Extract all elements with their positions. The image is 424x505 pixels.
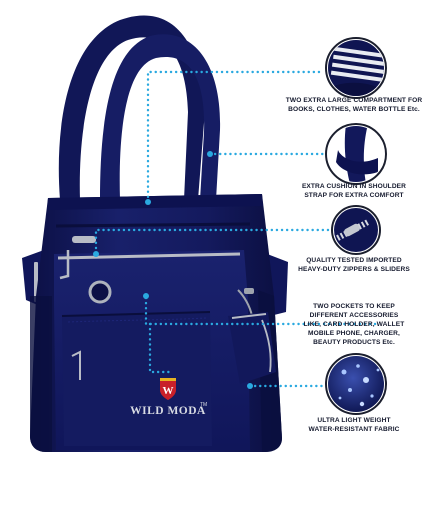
callout-image-compartment: [325, 37, 387, 99]
grommet-ring: [88, 280, 112, 304]
feature-line: EXTRA CUSHION IN SHOULDER: [301, 183, 407, 190]
front-pocket: [54, 236, 250, 450]
callout-image-cushion: [325, 123, 387, 185]
feature-line: HEAVY-DUTY ZIPPERS & SLIDERS: [298, 266, 410, 273]
feature-fabric-text: ULTRA LIGHT WEIGHT WATER-RESISTANT FABRI…: [284, 416, 424, 434]
callout-dots: [93, 151, 253, 389]
feature-zippers-text: QUALITY TESTED IMPORTED HEAVY-DUTY ZIPPE…: [284, 256, 424, 274]
feature-line: TWO POCKETS TO KEEP: [313, 303, 395, 310]
feature-line: QUALITY TESTED IMPORTED: [306, 257, 402, 264]
feature-line: MOBILE PHONE, CHARGER,: [308, 330, 400, 337]
feature-line: BEAUTY PRODUCTS Etc.: [313, 339, 395, 346]
coin-pouch: [228, 288, 276, 384]
feature-line: ULTRA LIGHT WEIGHT: [317, 417, 391, 424]
feature-line: WATER-RESISTANT FABRIC: [308, 426, 400, 433]
feature-line: LIKE, CARD HOLDER, WALLET: [303, 321, 405, 328]
feature-line: STRAP FOR EXTRA COMFORT: [304, 192, 404, 199]
feature-line: BOOKS, CLOTHES, WATER BOTTLE Etc.: [288, 106, 420, 113]
zipper-pull: [72, 236, 96, 243]
feature-pockets-text: TWO POCKETS TO KEEP DIFFERENT ACCESSORIE…: [284, 302, 424, 347]
callout-image-zippers: [331, 205, 381, 255]
feature-compartment-text: TWO EXTRA LARGE COMPARTMENT FOR BOOKS, C…: [284, 96, 424, 114]
brand-logo: W WILD MODA TM: [130, 378, 207, 417]
feature-line: DIFFERENT ACCESSORIES: [309, 312, 399, 319]
feature-line: TWO EXTRA LARGE COMPARTMENT FOR: [285, 97, 423, 104]
callout-image-fabric: [325, 353, 387, 415]
shoulder-straps: [58, 15, 221, 201]
trademark: TM: [200, 402, 207, 408]
feature-cushion-text: EXTRA CUSHION IN SHOULDER STRAP FOR EXTR…: [284, 182, 424, 200]
logo-letter: W: [163, 385, 174, 397]
brand-name: WILD MODA: [130, 405, 206, 417]
callout-lines: [94, 70, 380, 388]
